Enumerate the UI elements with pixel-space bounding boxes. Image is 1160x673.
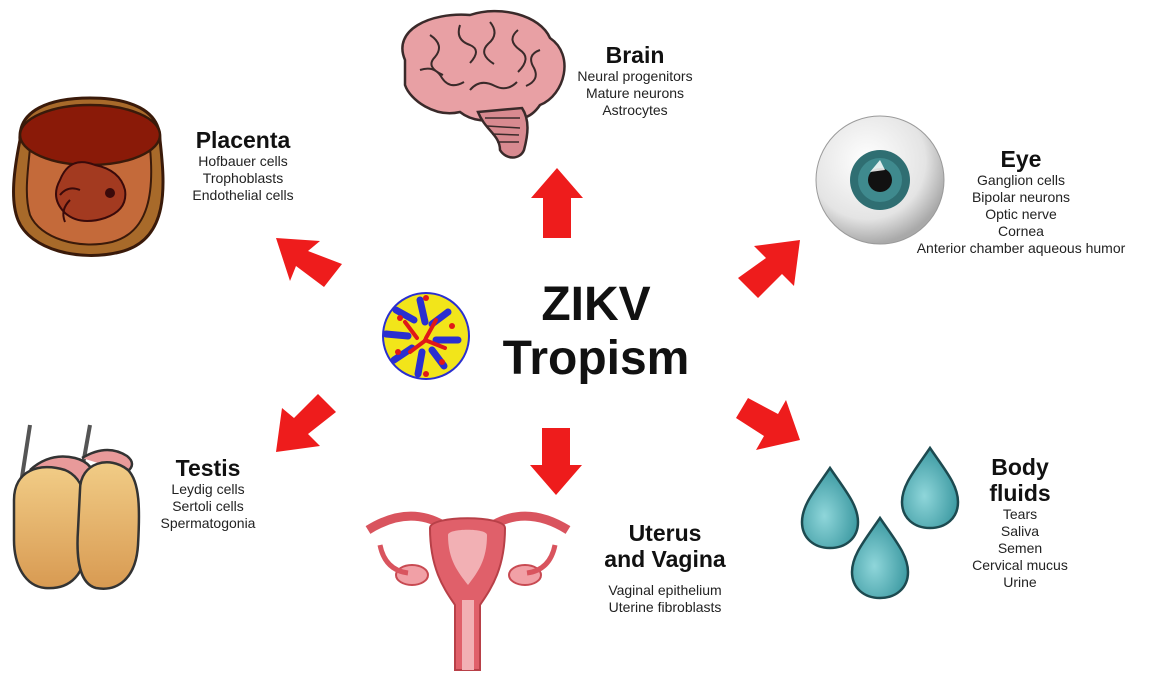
uterus-title-line-2: and Vagina <box>580 546 750 572</box>
placenta-cell-item: Endothelial cells <box>168 187 318 204</box>
fluids-cell-item: Cervical mucus <box>950 557 1090 574</box>
arrow-to-placenta <box>276 238 342 287</box>
brain-cell-item: Mature neurons <box>560 85 710 102</box>
uterus-cell-item: Vaginal epithelium <box>580 582 750 599</box>
fluids-cell-item: Tears <box>950 506 1090 523</box>
eye-cell-item: Bipolar neurons <box>890 189 1152 206</box>
placenta-cell-item: Trophoblasts <box>168 170 318 187</box>
zikv-virus-icon <box>382 292 470 380</box>
fluids-title-line-1: Body <box>950 454 1090 480</box>
fluids-cell-item: Semen <box>950 540 1090 557</box>
fluids-cell-list: Tears Saliva Semen Cervical mucus Urine <box>950 506 1090 591</box>
arrow-to-eye <box>738 240 800 298</box>
fluids-label-block: Body fluids Tears Saliva Semen Cervical … <box>950 454 1090 591</box>
eye-cell-item: Optic nerve <box>890 206 1152 223</box>
brain-cell-item: Astrocytes <box>560 102 710 119</box>
eye-cell-item: Cornea <box>890 223 1152 240</box>
eye-cell-item: Anterior chamber aqueous humor <box>890 240 1152 257</box>
brain-label-block: Brain Neural progenitors Mature neurons … <box>560 42 710 119</box>
placenta-illustration <box>14 98 163 255</box>
testis-label-block: Testis Leydig cells Sertoli cells Sperma… <box>138 455 278 532</box>
testis-cell-item: Sertoli cells <box>138 498 278 515</box>
fluids-cell-item: Urine <box>950 574 1090 591</box>
diagram-title: ZIKV Tropism <box>486 278 706 386</box>
title-line-1: ZIKV <box>486 278 706 332</box>
placenta-label-block: Placenta Hofbauer cells Trophoblasts End… <box>168 127 318 204</box>
testis-cell-item: Spermatogonia <box>138 515 278 532</box>
uterus-illustration <box>368 516 568 670</box>
eye-cell-item: Ganglion cells <box>890 172 1152 189</box>
uterus-cell-item: Uterine fibroblasts <box>580 599 750 616</box>
eye-cell-list: Ganglion cells Bipolar neurons Optic ner… <box>890 172 1152 257</box>
eye-title: Eye <box>890 146 1152 172</box>
fluids-title-line-2: fluids <box>950 480 1090 506</box>
eye-label-block: Eye Ganglion cells Bipolar neurons Optic… <box>890 146 1152 257</box>
uterus-title-line-1: Uterus <box>580 520 750 546</box>
arrow-to-testis <box>276 394 336 452</box>
title-line-2: Tropism <box>486 332 706 386</box>
testis-illustration <box>14 425 139 589</box>
testis-cell-list: Leydig cells Sertoli cells Spermatogonia <box>138 481 278 532</box>
placenta-title: Placenta <box>168 127 318 153</box>
placenta-cell-list: Hofbauer cells Trophoblasts Endothelial … <box>168 153 318 204</box>
droplet-illustrations <box>802 448 958 598</box>
arrow-to-uterus <box>530 428 582 495</box>
fluids-cell-item: Saliva <box>950 523 1090 540</box>
arrow-to-fluids <box>736 398 800 450</box>
uterus-label-block: Uterus and Vagina Vaginal epithelium Ute… <box>580 520 750 616</box>
testis-cell-item: Leydig cells <box>138 481 278 498</box>
brain-cell-list: Neural progenitors Mature neurons Astroc… <box>560 68 710 119</box>
uterus-cell-list: Vaginal epithelium Uterine fibroblasts <box>580 582 750 616</box>
testis-title: Testis <box>138 455 278 481</box>
placenta-cell-item: Hofbauer cells <box>168 153 318 170</box>
brain-cell-item: Neural progenitors <box>560 68 710 85</box>
brain-illustration <box>402 11 564 157</box>
arrow-to-brain <box>531 168 583 238</box>
brain-title: Brain <box>560 42 710 68</box>
